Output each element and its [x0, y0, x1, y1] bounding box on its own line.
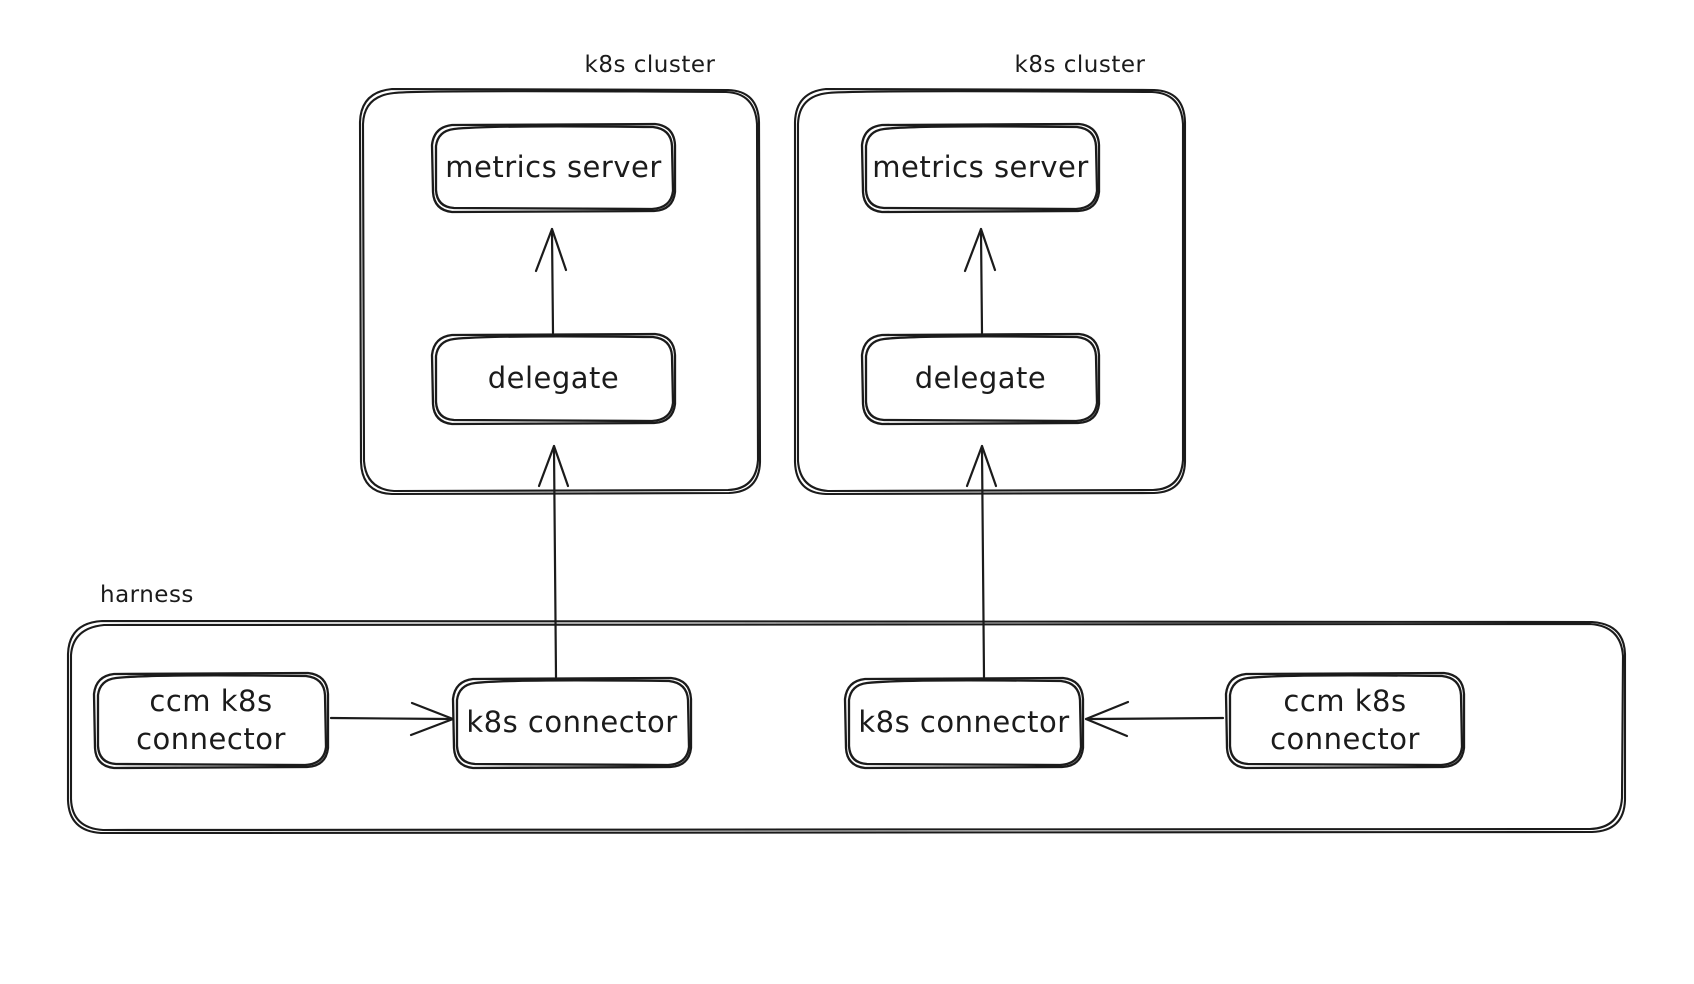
k8s-connector-right-outline	[843, 676, 1085, 770]
edge-ccm-right-to-k8s-connector-right	[1084, 700, 1225, 738]
delegate-right-outline	[860, 332, 1101, 426]
metrics-server-right-outline	[860, 122, 1101, 214]
edge-k8s-connector-right-to-delegate-right	[965, 444, 998, 679]
metrics-server-left-outline	[430, 122, 677, 214]
edge-ccm-left-to-k8s-connector-left	[329, 701, 455, 737]
cluster-left-outline	[358, 87, 762, 496]
edge-delegate-right-to-metrics-right	[963, 227, 997, 335]
edge-delegate-left-to-metrics-left	[534, 227, 568, 335]
cluster-right-outline	[793, 87, 1187, 496]
ccm-k8s-connector-right-outline	[1224, 671, 1466, 770]
k8s-connector-left-outline	[451, 676, 693, 770]
delegate-left-outline	[430, 332, 677, 426]
ccm-k8s-connector-left-outline	[92, 671, 330, 770]
edge-k8s-connector-left-to-delegate-left	[537, 444, 570, 679]
